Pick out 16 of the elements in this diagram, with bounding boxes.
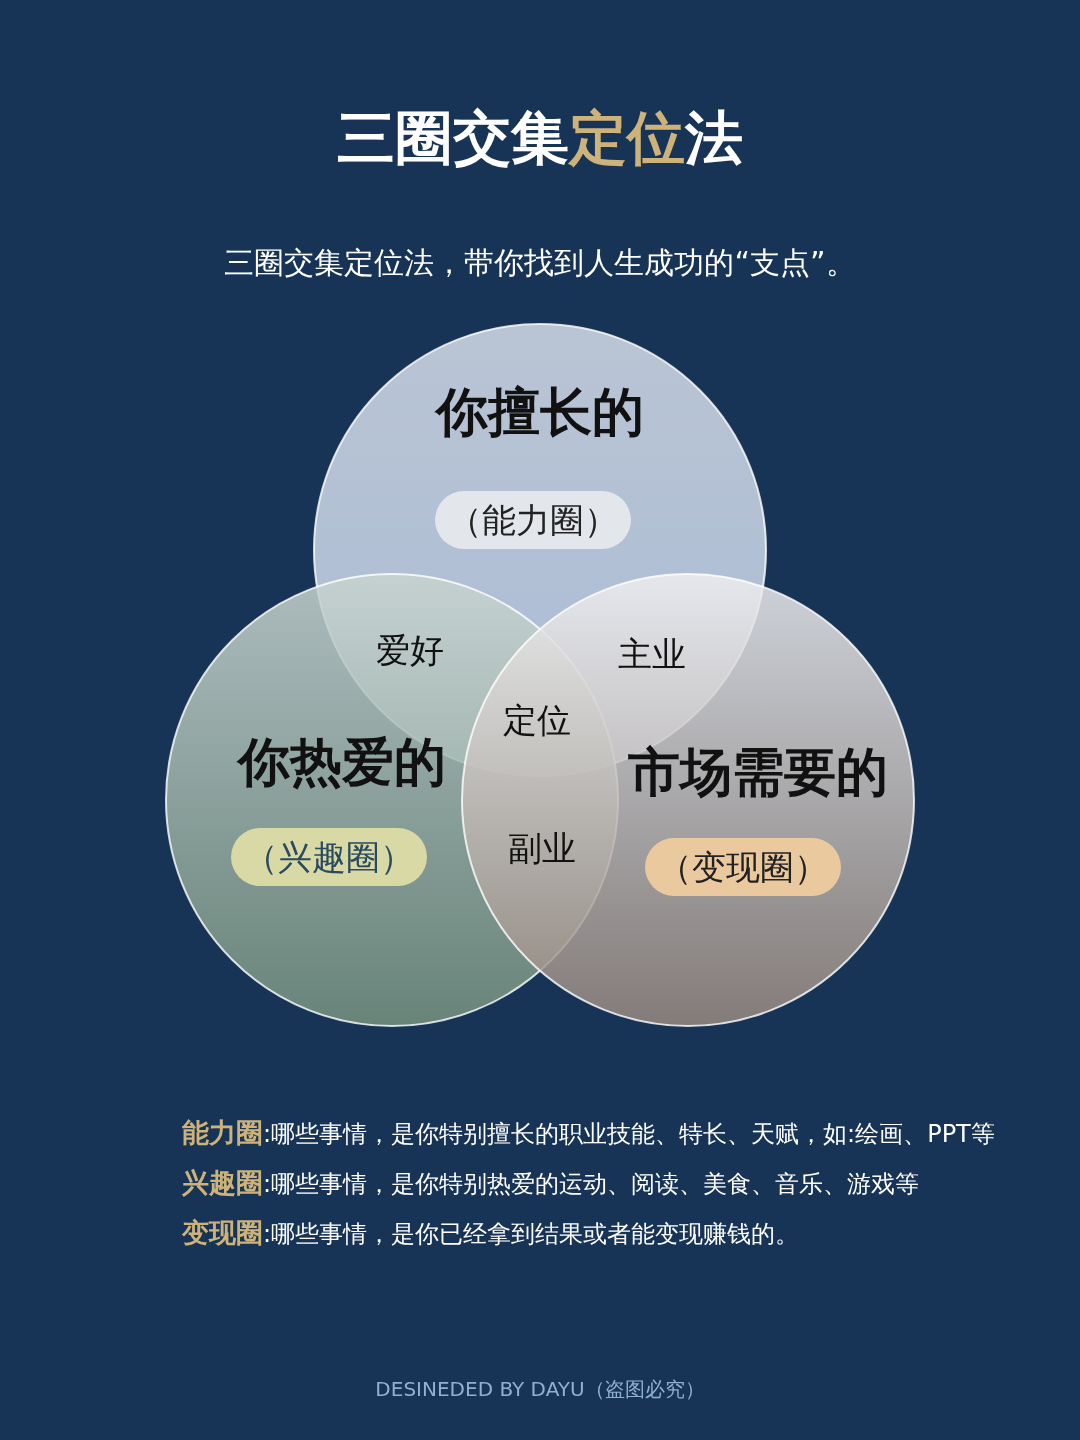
pill-label: （变现圈） <box>645 838 841 896</box>
region-label: 定位 <box>503 699 571 742</box>
circle-heading: 你热爱的 <box>235 730 447 794</box>
pill-label: （兴趣圈） <box>231 828 427 886</box>
note-text: 兴趣圈:哪些事情，是你特别热爱的运动、阅读、美食、音乐、游戏等 <box>182 1166 920 1200</box>
subtitle: 三圈交集定位法，带你找到人生成功的“支点”。 <box>223 244 857 282</box>
circle-heading: 市场需要的 <box>627 740 889 804</box>
region-label: 副业 <box>508 827 576 870</box>
note-text: 能力圈:哪些事情，是你特别擅长的职业技能、特长、天赋，如:绘画、PPT等 <box>182 1116 995 1150</box>
region-label: 主业 <box>618 633 686 676</box>
note-text: 变现圈:哪些事情，是你已经拿到结果或者能变现赚钱的。 <box>182 1216 800 1250</box>
circle-heading: 你擅长的 <box>433 380 645 444</box>
region-label: 爱好 <box>376 629 444 672</box>
title: 三圈交集定位法 <box>336 103 744 174</box>
pill-label: （能力圈） <box>435 491 631 549</box>
credit-text: DESINEDED BY DAYU（盗图必究） <box>374 1376 706 1403</box>
